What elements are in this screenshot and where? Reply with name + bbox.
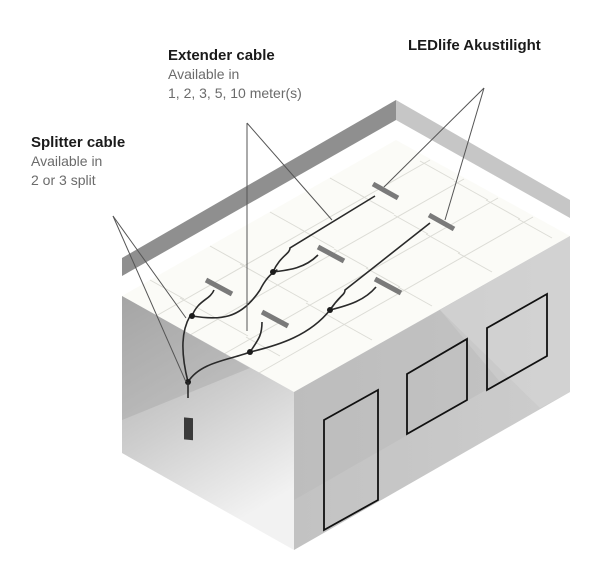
door — [323, 388, 379, 532]
splitter-node — [247, 349, 253, 355]
back-wall-right — [396, 100, 570, 218]
light-label: LEDlife Akustilight — [408, 36, 541, 55]
extender-cable-availability: Available in — [168, 66, 240, 82]
leader-light — [444, 87, 485, 221]
splitter-cable-options: 2 or 3 split — [31, 172, 96, 188]
back-wall-left — [122, 100, 396, 276]
splitter-cable-availability: Available in — [31, 153, 103, 169]
light-fixture — [373, 276, 403, 296]
extender-cable-label: Extender cable Available in 1, 2, 3, 5, … — [168, 46, 302, 103]
leader-lines — [112, 87, 485, 383]
window-2 — [486, 292, 548, 392]
leader-light — [383, 87, 485, 188]
extender-cable-lengths: 1, 2, 3, 5, 10 meter(s) — [168, 85, 302, 101]
front-wall — [294, 236, 570, 550]
light-fixture — [371, 181, 400, 201]
splitter-cable-title: Splitter cable — [31, 134, 126, 151]
cable-connectors — [185, 269, 333, 385]
cables — [182, 195, 431, 383]
light-fixture — [427, 212, 456, 232]
light-fixtures — [204, 181, 456, 329]
window-1 — [406, 337, 468, 436]
light-fixture — [204, 277, 234, 297]
light-fixture — [316, 244, 346, 264]
splitter-node — [189, 313, 195, 319]
splitter-node — [270, 269, 276, 275]
splitter-cable-drop — [182, 315, 191, 383]
ceiling-plane — [122, 140, 570, 392]
leader-splitter — [112, 215, 187, 383]
extender-cable-title: Extender cable — [168, 47, 275, 64]
left-wall — [122, 296, 294, 550]
driver-box — [184, 382, 193, 441]
light-title: LEDlife Akustilight — [408, 37, 541, 54]
light-fixture — [260, 309, 290, 329]
leader-splitter — [112, 215, 187, 319]
leader-extender — [246, 122, 333, 221]
splitter-node — [327, 307, 333, 313]
splitter-cable-label: Splitter cable Available in 2 or 3 split — [31, 133, 125, 190]
